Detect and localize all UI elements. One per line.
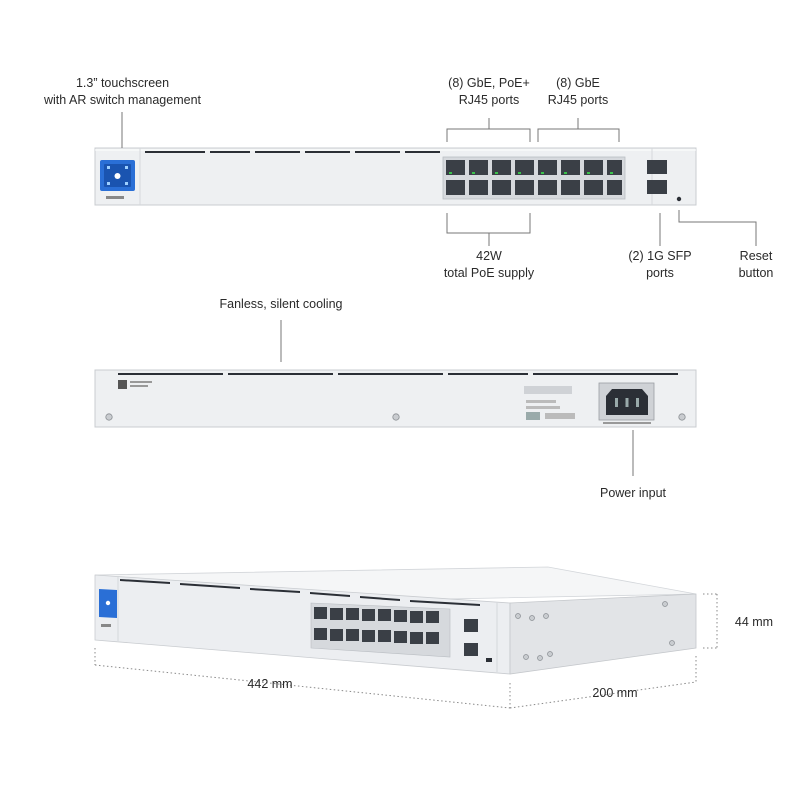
depth-dimension-label: 200 mm	[592, 686, 638, 700]
power-inlet-icon	[598, 382, 655, 421]
perspective-view	[94, 566, 697, 675]
back-view	[94, 369, 697, 428]
back-chassis	[94, 369, 697, 428]
poe-ports-label: (8) GbE, PoE+ RJ45 ports	[448, 76, 530, 107]
gbe-ports-label: (8) GbE RJ45 ports	[547, 76, 609, 107]
front-vents	[145, 151, 440, 153]
width-dimension-label: 442 mm	[247, 677, 293, 691]
chassis-side	[509, 593, 697, 675]
cooling-label: Fanless, silent cooling	[219, 297, 343, 311]
screw-icon	[105, 413, 686, 421]
rj45-port-icon	[446, 160, 465, 195]
touchscreen-label: 1.3” touchscreen with AR switch manageme…	[43, 76, 201, 107]
chassis-front	[94, 574, 511, 675]
height-dimension-label: 44 mm	[734, 615, 774, 629]
rj45-ports	[446, 160, 622, 195]
back-vents	[118, 373, 678, 375]
sfp-ports-label: (2) 1G SFP ports	[628, 249, 692, 280]
front-chassis	[94, 147, 697, 206]
reset-button-label: Reset button	[738, 249, 774, 280]
poe-supply-label: 42W total PoE supply	[443, 249, 535, 280]
reset-button-icon	[676, 196, 682, 202]
sfp-port-icon	[647, 160, 667, 194]
touchscreen-icon	[100, 160, 135, 191]
power-input-label: Power input	[599, 486, 666, 500]
chassis-top	[94, 566, 697, 604]
